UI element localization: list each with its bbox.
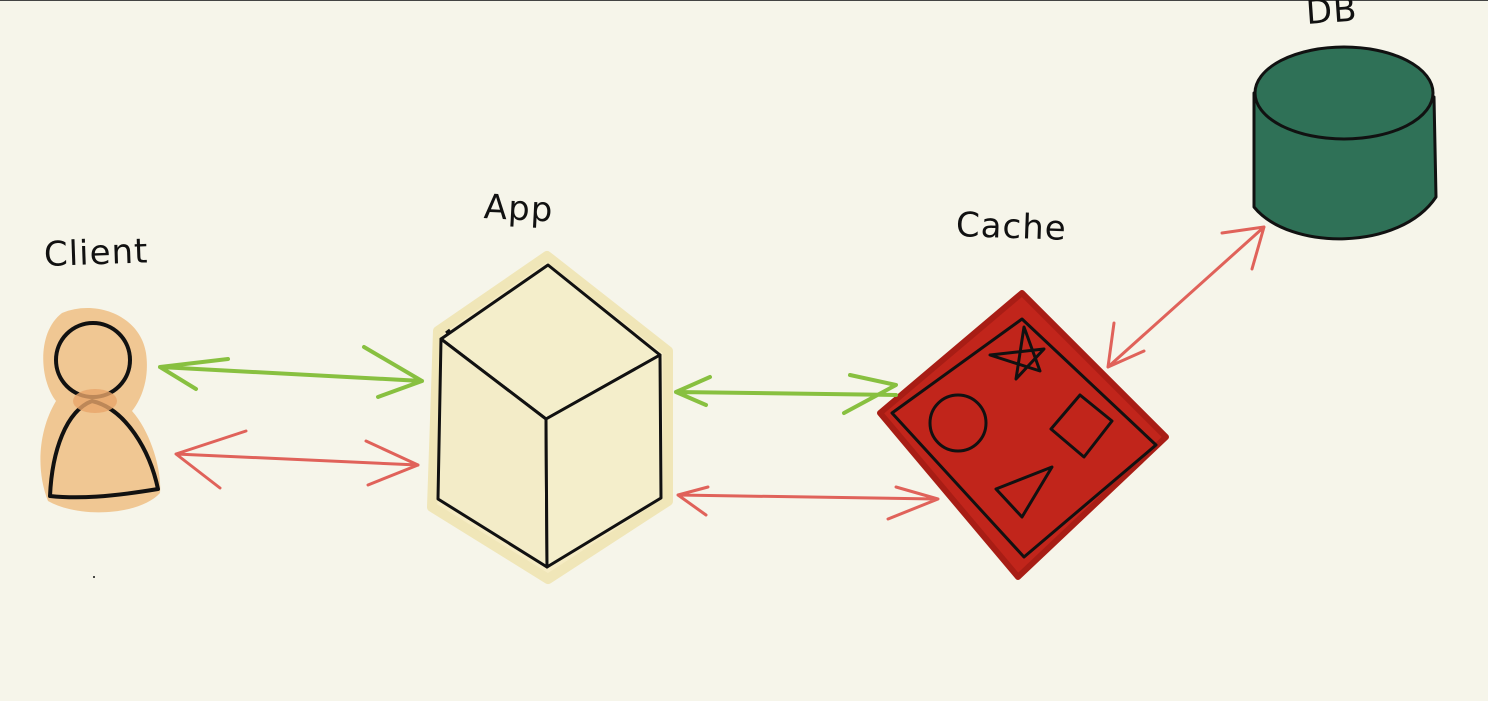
cache-shape [877,290,1169,580]
app-top-tick [445,328,451,335]
db-top [1253,45,1435,141]
cache-node [877,290,1169,580]
client-body [48,399,160,500]
client-node [40,307,161,513]
app-label: App [482,187,555,231]
app-right-face [544,353,663,569]
cache-inner-border [890,317,1158,559]
client-neck-shade [73,389,117,413]
app-cache-request-arrow [674,373,898,415]
cache-triangle-symbol [994,465,1054,519]
db-label: DB [1304,0,1359,33]
cache-label: Cache [955,205,1068,249]
client-app-response-arrow [174,429,420,490]
cache-circle-symbol [928,393,988,453]
cache-db-arrow [1106,225,1266,369]
app-cache-response-arrow [676,485,940,521]
app-node [427,251,673,584]
client-app-request-arrow [158,345,424,399]
db-node [1252,45,1438,241]
stray-dot [93,576,95,578]
cache-square-symbol [1049,393,1114,459]
client-label: Client [43,231,150,275]
cache-star-symbol [988,325,1046,381]
